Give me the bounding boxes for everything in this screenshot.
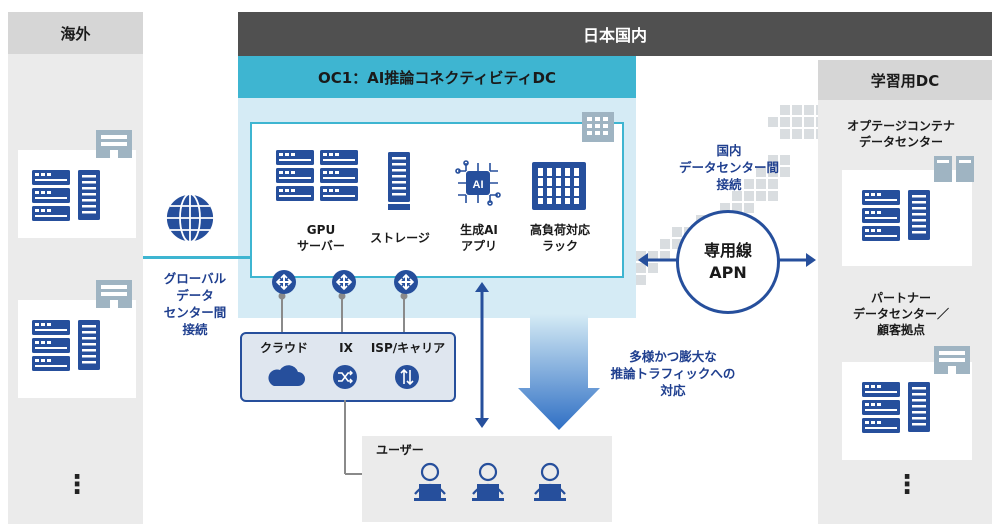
building-icon bbox=[96, 280, 132, 308]
vertical-double-arrow bbox=[475, 282, 489, 428]
partner-dc-card bbox=[842, 362, 972, 460]
training-dc-header: 学習用DC bbox=[818, 60, 992, 100]
apn-line2: APN bbox=[709, 263, 747, 282]
building-icon bbox=[96, 130, 132, 158]
optage-dc-card bbox=[842, 170, 972, 266]
traffic-arrow bbox=[518, 314, 600, 430]
svg-text:AI: AI bbox=[473, 179, 484, 191]
dc-item-genai-label: 生成AI アプリ bbox=[460, 223, 498, 253]
dc-item-rack-label: 高負荷対応 ラック bbox=[529, 223, 590, 253]
overseas-dc-2 bbox=[18, 300, 136, 398]
storage-icon bbox=[388, 152, 410, 210]
users-title: ユーザー bbox=[376, 443, 424, 457]
apn-circle: 専用線 APN bbox=[676, 210, 780, 314]
server-cluster-icon bbox=[842, 362, 972, 460]
user-icon bbox=[470, 462, 506, 503]
traffic-label: 多様かつ膨大な 推論トラフィックへの 対応 bbox=[610, 349, 736, 398]
overseas-dc-1 bbox=[18, 150, 136, 238]
user-icon bbox=[412, 462, 448, 503]
rack-icon bbox=[532, 162, 586, 210]
gpu-server-icon bbox=[276, 150, 358, 201]
building-icon bbox=[934, 346, 970, 374]
ai-chip-icon: AI bbox=[455, 160, 501, 206]
ix-label: IX bbox=[339, 341, 353, 355]
dc-item-gpu-label: GPU サーバー bbox=[297, 223, 345, 253]
domestic-connect-label: 国内 データセンター間 接続 bbox=[678, 143, 779, 192]
isp-label: ISP/キャリア bbox=[370, 341, 446, 355]
server-cluster-icon bbox=[18, 150, 136, 238]
globe-icon bbox=[165, 193, 215, 243]
cloud-icon bbox=[268, 365, 305, 386]
dc-item-storage-label: ストレージ bbox=[370, 231, 430, 245]
global-connect-label: グローバル データ センター間 接続 bbox=[163, 271, 227, 337]
exchange-icon bbox=[333, 365, 357, 389]
cloud-label: クラウド bbox=[259, 341, 308, 355]
carrier-icon bbox=[395, 365, 419, 389]
optage-dc-label: オプテージコンテナ データセンター bbox=[847, 119, 955, 149]
router-icon bbox=[331, 269, 357, 295]
server-cluster-icon bbox=[18, 300, 136, 398]
japan-header: 日本国内 bbox=[238, 12, 992, 56]
training-more-dots: ⋮ bbox=[894, 470, 920, 500]
overseas-header: 海外 bbox=[8, 12, 143, 54]
partner-dc-label: パートナー データセンター／ 顧客拠点 bbox=[852, 291, 949, 337]
overseas-more-dots: ⋮ bbox=[64, 470, 90, 500]
user-icon bbox=[532, 462, 568, 503]
building-icon bbox=[582, 112, 614, 142]
router-icon bbox=[271, 269, 297, 295]
overseas-panel bbox=[8, 12, 143, 524]
container-icon bbox=[934, 156, 974, 182]
global-connect-bar bbox=[143, 256, 250, 259]
apn-line1: 専用線 bbox=[703, 241, 752, 260]
server-cluster-icon bbox=[842, 170, 972, 266]
router-icon bbox=[393, 269, 419, 295]
oc1-header: OC1：AI推論コネクティビティDC bbox=[238, 56, 636, 98]
